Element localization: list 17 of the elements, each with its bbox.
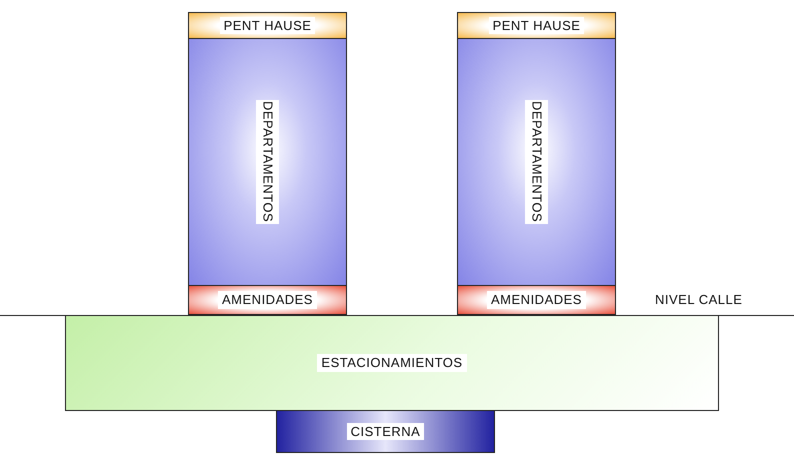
- floor-block: [188, 12, 347, 39]
- floor-block: [457, 12, 616, 39]
- floor-block: [276, 410, 495, 453]
- floor-label: CISTERNA: [346, 422, 424, 440]
- floor-block: [188, 285, 347, 315]
- floor-block: [65, 315, 719, 411]
- floor-label: DEPARTAMENTOS: [256, 100, 280, 224]
- floor-block: [457, 38, 616, 286]
- floor-label: PENT HAUSE: [220, 16, 316, 34]
- level-label: NIVEL CALLE: [655, 292, 742, 307]
- floor-label: PENT HAUSE: [488, 16, 584, 34]
- floor-block: [188, 38, 347, 286]
- floor-label: AMENIDADES: [218, 291, 317, 309]
- floor-label: ESTACIONAMIENTOS: [317, 354, 467, 372]
- floor-label: AMENIDADES: [487, 291, 586, 309]
- floor-label: DEPARTAMENTOS: [524, 100, 548, 224]
- floor-block: [457, 285, 616, 315]
